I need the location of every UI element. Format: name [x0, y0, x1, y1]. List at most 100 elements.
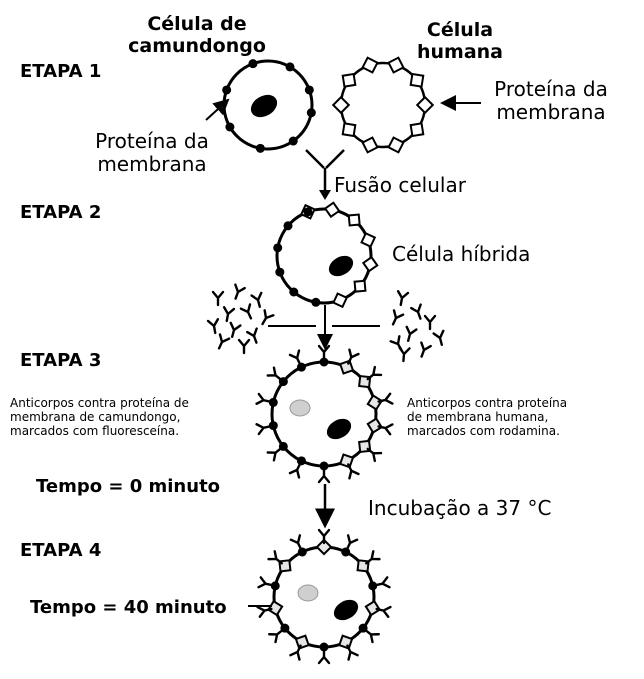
fluorescein-antibody	[317, 648, 331, 665]
fluorescein-antibody	[317, 344, 331, 361]
mouse-protein-arrow	[205, 98, 230, 121]
anti-mouse-label-line3: marcados com fluoresceína.	[10, 423, 180, 438]
step4-label: ETAPA 4	[20, 540, 102, 561]
human-protein-square	[338, 453, 355, 469]
t40-labeled-proteins	[256, 528, 392, 665]
fluorescein-antibody	[255, 392, 272, 405]
anti-mouse-antibody	[211, 290, 225, 307]
fluorescein-antibody	[288, 462, 302, 479]
mouse-protein-dot	[311, 297, 321, 307]
mouse-protein-dot	[368, 581, 378, 591]
human-cell-label-line1: Célula	[426, 19, 494, 41]
rhodamine-antibody	[346, 644, 359, 661]
fluorescein-antibody	[266, 366, 283, 381]
human-cell-label: Célula humana	[405, 19, 515, 64]
rhodamine-antibody	[289, 644, 302, 661]
human-protein-label-line2: membrana	[496, 100, 606, 124]
mouse-protein-dot	[283, 221, 293, 231]
mouse-protein-dot	[303, 207, 313, 217]
mouse-protein-dot	[319, 461, 329, 471]
anti-mouse-antibody	[239, 303, 253, 320]
mouse-protein-dot	[275, 267, 285, 277]
human-protein-square	[415, 95, 435, 115]
mouse-protein-dot	[296, 456, 306, 466]
anti-human-antibody	[420, 341, 432, 358]
anti-human-antibodies	[389, 290, 445, 363]
anti-human-antibody	[410, 303, 422, 320]
anti-mouse-label: Anticorpos contra proteína de membrana d…	[10, 396, 189, 438]
human-protein-square	[315, 538, 333, 556]
mouse-protein-dot	[255, 143, 265, 153]
step1-label: ETAPA 1	[20, 61, 102, 82]
human-protein-square	[353, 279, 367, 293]
step3-label: ETAPA 3	[20, 350, 102, 371]
anti-mouse-antibody	[234, 283, 246, 300]
human-protein-label: Proteína da membrana	[486, 78, 616, 124]
hybrid-cell	[273, 201, 379, 309]
anti-mouse-antibody	[206, 318, 220, 335]
hybrid-membrane-proteins	[273, 201, 379, 309]
human-protein-label-line1: Proteína da	[494, 77, 608, 101]
labeled-cell-t0	[255, 344, 394, 484]
mouse-protein-dot	[319, 642, 329, 652]
fluorescein-antibody	[317, 467, 331, 484]
human-protein-square	[332, 292, 349, 309]
fluorescein-antibody	[364, 628, 380, 644]
time0-label: Tempo = 0 minuto	[36, 476, 221, 497]
anti-mouse-antibody	[229, 321, 242, 338]
mouse-protein-dot	[248, 59, 258, 69]
mouse-protein-dot	[270, 581, 280, 591]
human-protein-square	[294, 634, 310, 650]
mouse-protein-dot	[297, 547, 307, 557]
nucleus-t0	[326, 418, 352, 440]
anti-human-label-line3: marcados com rodamina.	[407, 423, 560, 438]
anti-mouse-antibody	[250, 291, 263, 308]
anti-mouse-antibody	[222, 306, 236, 323]
mouse-protein-dot	[341, 547, 351, 557]
rhodamine-antibody	[267, 550, 283, 565]
incubation-label: Incubação a 37 °C	[368, 496, 552, 520]
anti-mouse-antibody	[217, 333, 231, 350]
mouse-cell-label-line2: camundongo	[128, 34, 266, 57]
anti-human-label-line2: de membrana humana,	[407, 409, 549, 424]
mouse-protein-dot	[304, 85, 314, 95]
anti-mouse-label-line2: membrana de camundongo,	[10, 409, 181, 424]
human-protein-square	[361, 255, 379, 273]
rhodamine-antibody	[347, 348, 360, 365]
fluorescein-antibody	[266, 447, 283, 462]
human-protein-square	[341, 72, 357, 88]
human-protein-square	[387, 56, 405, 74]
mouse-cell	[222, 59, 316, 153]
human-protein-square	[366, 394, 383, 411]
human-protein-square	[409, 72, 425, 88]
fluorescent-patch-t0	[289, 399, 311, 417]
fluorescein-antibody	[268, 628, 284, 644]
human-protein-square	[331, 95, 351, 115]
labeled-cell-t40	[256, 528, 392, 665]
mouse-protein-dot	[222, 85, 232, 95]
rhodamine-antibody	[377, 392, 394, 405]
human-protein-square	[347, 213, 361, 227]
mouse-cell-label: Célula de camundongo	[122, 13, 272, 58]
human-protein-square	[361, 136, 379, 154]
anti-human-antibody	[405, 325, 418, 342]
rhodamine-antibody	[317, 528, 331, 545]
rhodamine-antibody	[375, 605, 392, 618]
mouse-protein-dot	[285, 62, 295, 72]
mouse-protein-dot	[268, 397, 278, 407]
mouse-protein-dot	[268, 421, 278, 431]
mouse-protein-dot	[319, 357, 329, 367]
mouse-cell-label-line1: Célula de	[147, 13, 247, 35]
rhodamine-antibody	[366, 365, 383, 381]
mouse-protein-dot	[225, 122, 235, 132]
mouse-nucleus	[250, 94, 278, 118]
anti-human-label: Anticorpos contra proteína de membrana h…	[407, 396, 567, 438]
anti-human-antibody	[389, 335, 403, 352]
t0-labeled-proteins	[255, 344, 394, 484]
human-protein-square	[323, 201, 341, 219]
anti-human-antibody	[432, 329, 445, 346]
rhodamine-antibody	[365, 550, 381, 565]
hybrid-nucleus	[328, 255, 354, 277]
fusion-arrowhead	[319, 190, 331, 200]
